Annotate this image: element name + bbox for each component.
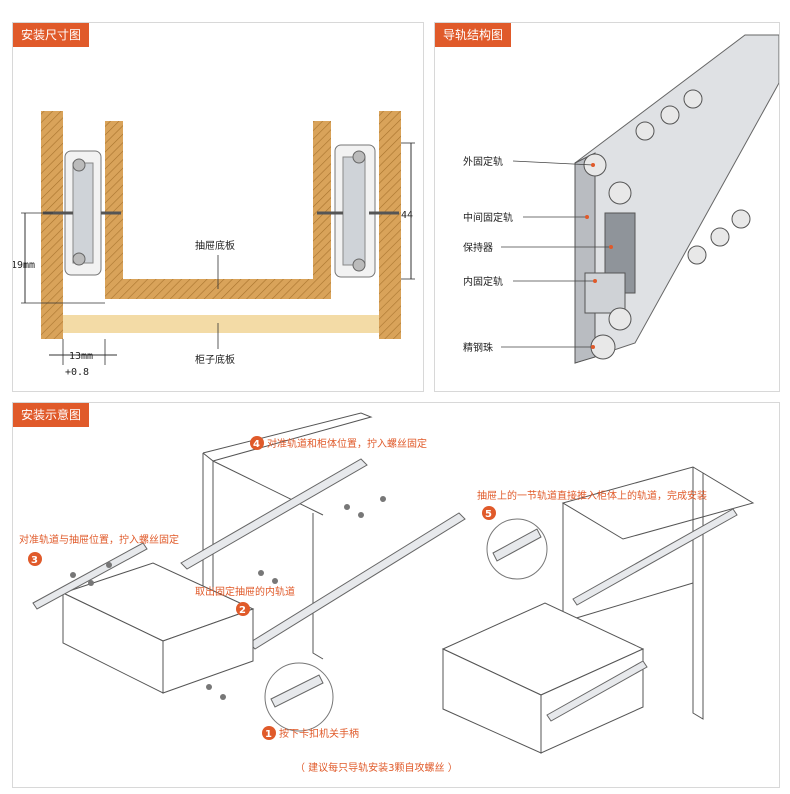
steel-ball-label: 精钢珠 [463, 341, 493, 354]
retainer-label: 保持器 [463, 241, 493, 254]
outer-rail-label: 外固定轨 [463, 155, 503, 168]
drawer-left-side [105, 121, 123, 299]
right-drawer-rail [546, 660, 648, 722]
drawer-right-side [313, 121, 331, 299]
cabinet-rail-upper [180, 458, 368, 570]
ball [687, 245, 707, 265]
dim-tolerance-label: +0.8 [65, 367, 89, 378]
cabinet-rail-lower [248, 512, 466, 650]
install-panel: 安装示意图 [12, 402, 780, 788]
step5-text: 抽屉上的一节轨道直接推入柜体上的轨道，完成安装 [477, 489, 707, 502]
middle-rail-label: 中间固定轨 [463, 211, 513, 224]
step5-number: 5 [485, 509, 492, 520]
ball [660, 105, 680, 125]
step2-number: 2 [239, 605, 246, 616]
inner-rail-label: 内固定轨 [463, 275, 503, 288]
install-note: （ 建议每只导轨安装3颗自攻螺丝 ） [295, 761, 458, 774]
step2-text: 取出固定抽屉的内轨道 [195, 585, 295, 598]
cabinet-bottom-board [63, 315, 379, 333]
left-cabinet-wall [41, 111, 63, 339]
rail-body [574, 34, 779, 364]
dim-height-label: 19mm [13, 260, 35, 271]
install-panel-title: 安装示意图 [13, 403, 90, 427]
install-diagram: 4 对准轨道和柜体位置，拧入螺丝固定 对准轨道与抽屉位置，拧入螺丝固定 3 取出… [19, 412, 755, 774]
ball [683, 89, 703, 109]
drawer-rail [32, 542, 148, 610]
right-rail [317, 144, 399, 278]
screw-icon [70, 496, 386, 700]
step3-text: 对准轨道与抽屉位置，拧入螺丝固定 [19, 533, 179, 546]
size-panel: 安装尺寸图 [12, 22, 424, 392]
structure-diagram: 外固定轨 中间固定轨 保持器 内固定轨 精钢珠 [463, 34, 779, 364]
left-rail [43, 150, 121, 276]
ball [608, 181, 632, 205]
size-diagram: 19mm 44 13mm +0.8 抽屉底板 柜子底板 [13, 111, 415, 378]
cabinet-bottom-label: 柜子底板 [195, 353, 235, 366]
right-cabinet-wall [379, 111, 401, 339]
step4-text: 对准轨道和柜体位置，拧入螺丝固定 [267, 437, 427, 450]
dim-right-label: 44 [401, 210, 413, 221]
right-cabinet-rail [572, 508, 738, 606]
outer-rail-shape [574, 152, 596, 364]
ball [710, 227, 730, 247]
ball [635, 121, 655, 141]
step1-number: 1 [265, 729, 272, 740]
drawer-bottom-label: 抽屉底板 [195, 239, 235, 252]
inner-rail-shape [584, 272, 626, 314]
step3-number: 3 [31, 555, 38, 566]
step1-text: 按下卡扣机关手柄 [279, 727, 359, 740]
step4-number: 4 [253, 439, 260, 450]
cabinet-frame-left [202, 412, 373, 660]
dim-gap-label: 13mm [69, 351, 93, 362]
drawer-box [61, 562, 255, 694]
size-panel-title: 安装尺寸图 [13, 23, 90, 47]
ball [731, 209, 751, 229]
ball [608, 307, 632, 331]
structure-panel-title: 导轨结构图 [435, 23, 512, 47]
structure-panel: 导轨结构图 外固定轨 中间固定轨 保持器 内固定 [434, 22, 780, 392]
